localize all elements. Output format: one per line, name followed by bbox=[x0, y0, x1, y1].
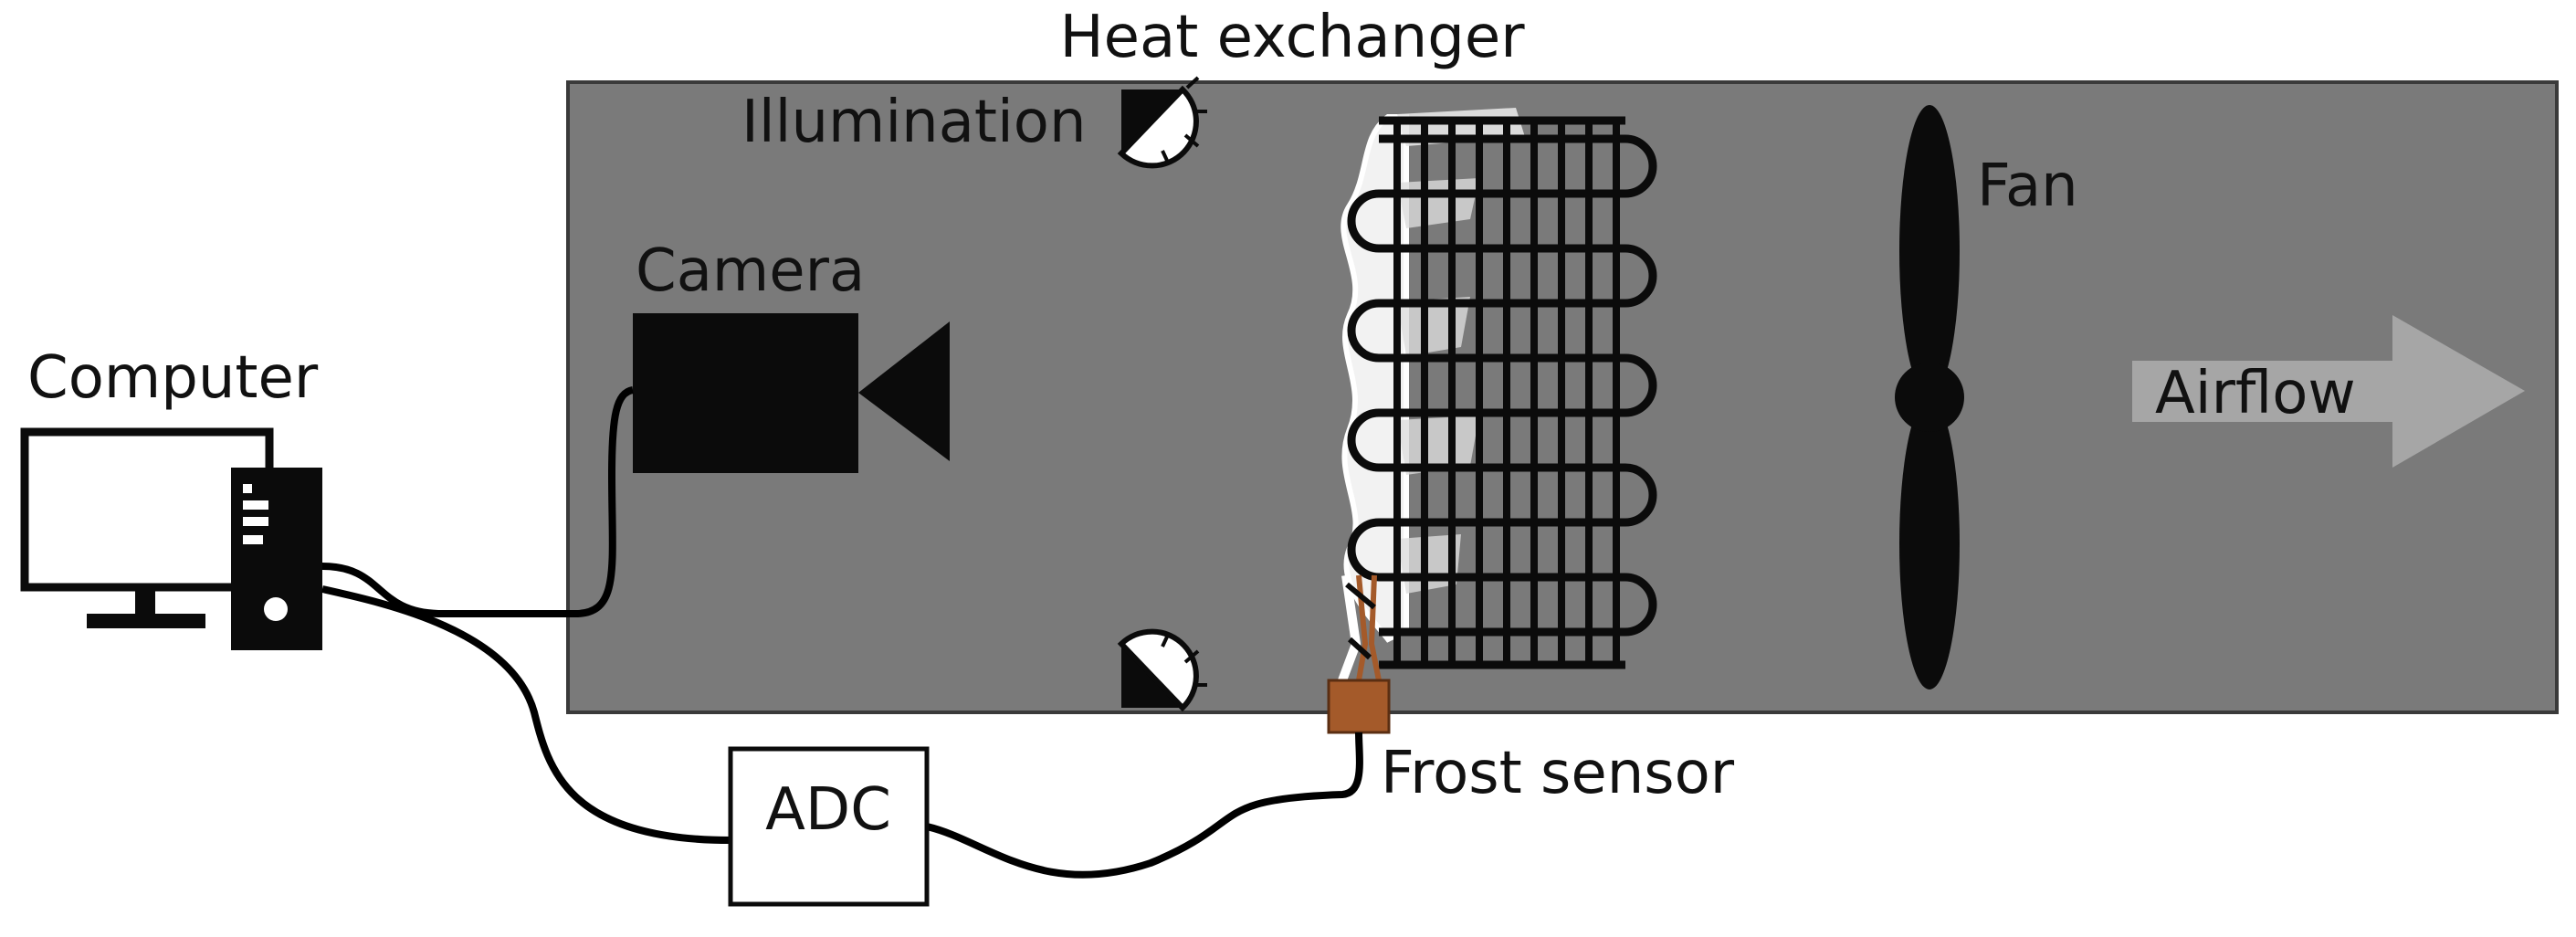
computer-label: Computer bbox=[27, 344, 319, 412]
fan-label: Fan bbox=[1977, 153, 2078, 220]
cables bbox=[321, 386, 1363, 879]
adc-cable bbox=[321, 585, 731, 844]
camera-icon bbox=[633, 313, 950, 473]
tower bbox=[231, 468, 322, 650]
sensor-cable bbox=[926, 732, 1363, 879]
frost-sensor-icon bbox=[1327, 574, 1391, 734]
frost-sensor-label: Frost sensor bbox=[1381, 740, 1735, 807]
illumination-label: Illumination bbox=[741, 89, 1087, 156]
fan-icon bbox=[1895, 105, 1964, 690]
heat-exchanger bbox=[1341, 108, 1657, 669]
camera-label: Camera bbox=[636, 237, 865, 305]
adc-label: ADC bbox=[765, 776, 891, 844]
adc-box bbox=[728, 746, 930, 907]
camera-cable bbox=[321, 386, 635, 617]
computer-icon bbox=[20, 427, 322, 650]
lamp-icon bbox=[1117, 628, 1207, 712]
frost-sensor-base bbox=[1327, 679, 1391, 734]
heat-exchanger-label: Heat exchanger bbox=[1060, 4, 1526, 71]
lamp-icon bbox=[1117, 76, 1207, 169]
airflow-arrow bbox=[2132, 315, 2525, 468]
airflow-label: Airflow bbox=[2155, 360, 2356, 427]
